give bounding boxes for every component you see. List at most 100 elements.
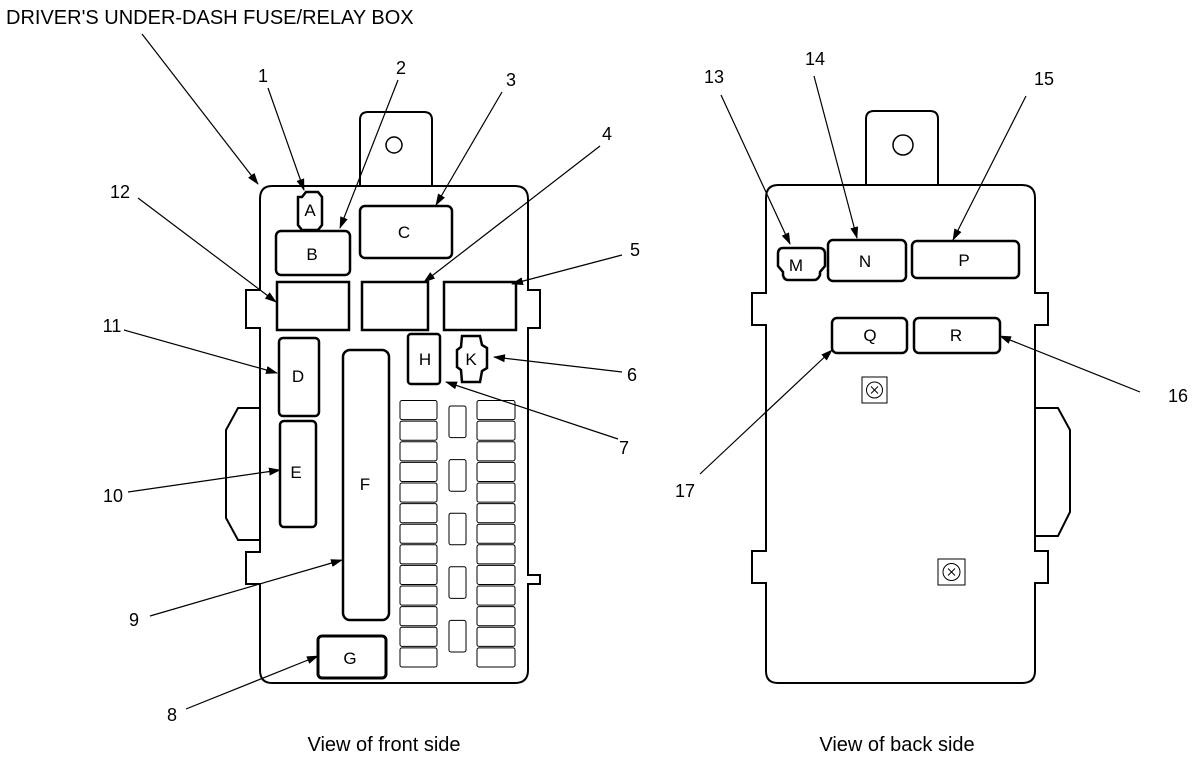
callout-8: 8 xyxy=(167,705,177,725)
relay-k[interactable]: K xyxy=(455,334,489,384)
front-caption: View of front side xyxy=(307,734,460,756)
fuse-slot-right[interactable] xyxy=(476,400,516,421)
callout-3: 3 xyxy=(506,70,516,90)
relay-h[interactable]: H xyxy=(406,332,442,386)
callout-6: 6 xyxy=(627,365,637,385)
mounting-hole-icon xyxy=(892,134,914,156)
relay-p[interactable]: P xyxy=(910,239,1021,280)
relay-slot-4[interactable] xyxy=(360,280,430,332)
relay-d[interactable]: D xyxy=(277,336,321,418)
fuse-slot-middle[interactable] xyxy=(448,405,467,439)
fuse-slot-right[interactable] xyxy=(476,482,516,503)
fuse-slot-right[interactable] xyxy=(476,461,516,482)
fuse-slot-right[interactable] xyxy=(476,544,516,565)
relay-q[interactable]: Q xyxy=(830,316,909,355)
relay-r[interactable]: R xyxy=(912,316,1002,355)
callout-2: 2 xyxy=(396,58,406,78)
fuse-slot-right[interactable] xyxy=(476,503,516,524)
fuse-slot-left[interactable] xyxy=(399,606,438,627)
front-box-outline xyxy=(225,111,541,684)
fuse-slot-left[interactable] xyxy=(399,400,438,421)
fuse-slot-left[interactable] xyxy=(399,626,438,647)
callout-13: 13 xyxy=(704,67,724,87)
callout-17: 17 xyxy=(675,481,695,501)
relay-slot-5[interactable] xyxy=(442,280,518,332)
diagram-title: DRIVER'S UNDER-DASH FUSE/RELAY BOX xyxy=(6,7,414,29)
fuse-slot-left[interactable] xyxy=(399,503,438,524)
relay-f-label: F xyxy=(360,475,370,494)
leader-title xyxy=(141,33,259,185)
back-box-outline xyxy=(751,110,1071,684)
relay-n[interactable]: N xyxy=(826,238,908,283)
relay-c-label: C xyxy=(398,223,410,242)
fuse-slot-left[interactable] xyxy=(399,523,438,544)
relay-b-label: B xyxy=(306,245,317,264)
leader-16 xyxy=(999,335,1141,393)
fuse-slot-left[interactable] xyxy=(399,441,438,462)
relay-h-label: H xyxy=(419,350,431,369)
fuse-slot-left[interactable] xyxy=(399,461,438,482)
leader-12 xyxy=(137,197,277,303)
relay-slot-12[interactable] xyxy=(275,280,351,332)
relay-a-label: A xyxy=(304,201,316,220)
leader-15 xyxy=(952,95,1027,241)
relay-m-label: M xyxy=(789,256,803,275)
leader-17 xyxy=(699,349,833,475)
fuse-slot-left[interactable] xyxy=(399,564,438,586)
relay-e[interactable]: E xyxy=(278,419,318,529)
relay-a[interactable]: A xyxy=(296,190,324,232)
fuse-slot-right[interactable] xyxy=(476,564,516,586)
callout-5: 5 xyxy=(630,240,640,260)
leader-6 xyxy=(493,354,623,373)
relay-d-label: D xyxy=(292,367,304,386)
callout-10: 10 xyxy=(103,486,123,506)
leader-4 xyxy=(423,145,601,283)
relay-g[interactable]: G xyxy=(316,634,388,680)
back-caption: View of back side xyxy=(819,734,974,756)
leader-3 xyxy=(435,91,503,206)
relay-g-label: G xyxy=(343,649,356,668)
fuse-slot-right[interactable] xyxy=(476,441,516,462)
callout-15: 15 xyxy=(1034,69,1054,89)
callout-12: 12 xyxy=(110,182,130,202)
relay-c[interactable]: C xyxy=(358,204,454,260)
fuse-slot-middle[interactable] xyxy=(448,619,467,653)
relay-r-label: R xyxy=(950,326,962,345)
screw-icon xyxy=(861,376,888,404)
callout-9: 9 xyxy=(129,610,139,630)
relay-f[interactable]: F xyxy=(341,348,391,622)
relay-n-label: N xyxy=(859,252,871,271)
fuse-slot-right[interactable] xyxy=(476,647,516,668)
fuse-slot-left[interactable] xyxy=(399,544,438,565)
callout-4: 4 xyxy=(602,124,612,144)
fuse-slot-left[interactable] xyxy=(399,420,438,441)
relay-q-label: Q xyxy=(863,326,876,345)
fuse-slot-middle[interactable] xyxy=(448,459,467,492)
fuse-slot-right[interactable] xyxy=(476,585,516,606)
leader-13 xyxy=(720,94,791,245)
leader-14 xyxy=(813,75,859,239)
callout-1: 1 xyxy=(258,66,268,86)
fuse-slot-left[interactable] xyxy=(399,585,438,606)
fuse-slot-left[interactable] xyxy=(399,482,438,503)
fuse-slot-left[interactable] xyxy=(399,647,438,668)
leader-8 xyxy=(185,655,319,710)
mounting-hole-icon xyxy=(385,136,403,154)
relay-b[interactable]: B xyxy=(274,229,352,277)
leader-9 xyxy=(149,559,343,617)
relay-p-label: P xyxy=(958,251,969,270)
callout-7: 7 xyxy=(619,438,629,458)
leader-11 xyxy=(123,329,278,374)
leader-10 xyxy=(127,467,281,493)
callout-16: 16 xyxy=(1168,386,1188,406)
fuse-slot-right[interactable] xyxy=(476,523,516,544)
fuse-slot-right[interactable] xyxy=(476,606,516,627)
fuse-slot-right[interactable] xyxy=(476,626,516,647)
fuse-slot-middle[interactable] xyxy=(448,566,467,599)
leader-2 xyxy=(339,79,399,229)
fuse-slot-right[interactable] xyxy=(476,420,516,441)
fuse-slot-middle[interactable] xyxy=(448,512,467,546)
screw-icon xyxy=(937,558,966,586)
relay-m[interactable]: M xyxy=(776,246,827,282)
